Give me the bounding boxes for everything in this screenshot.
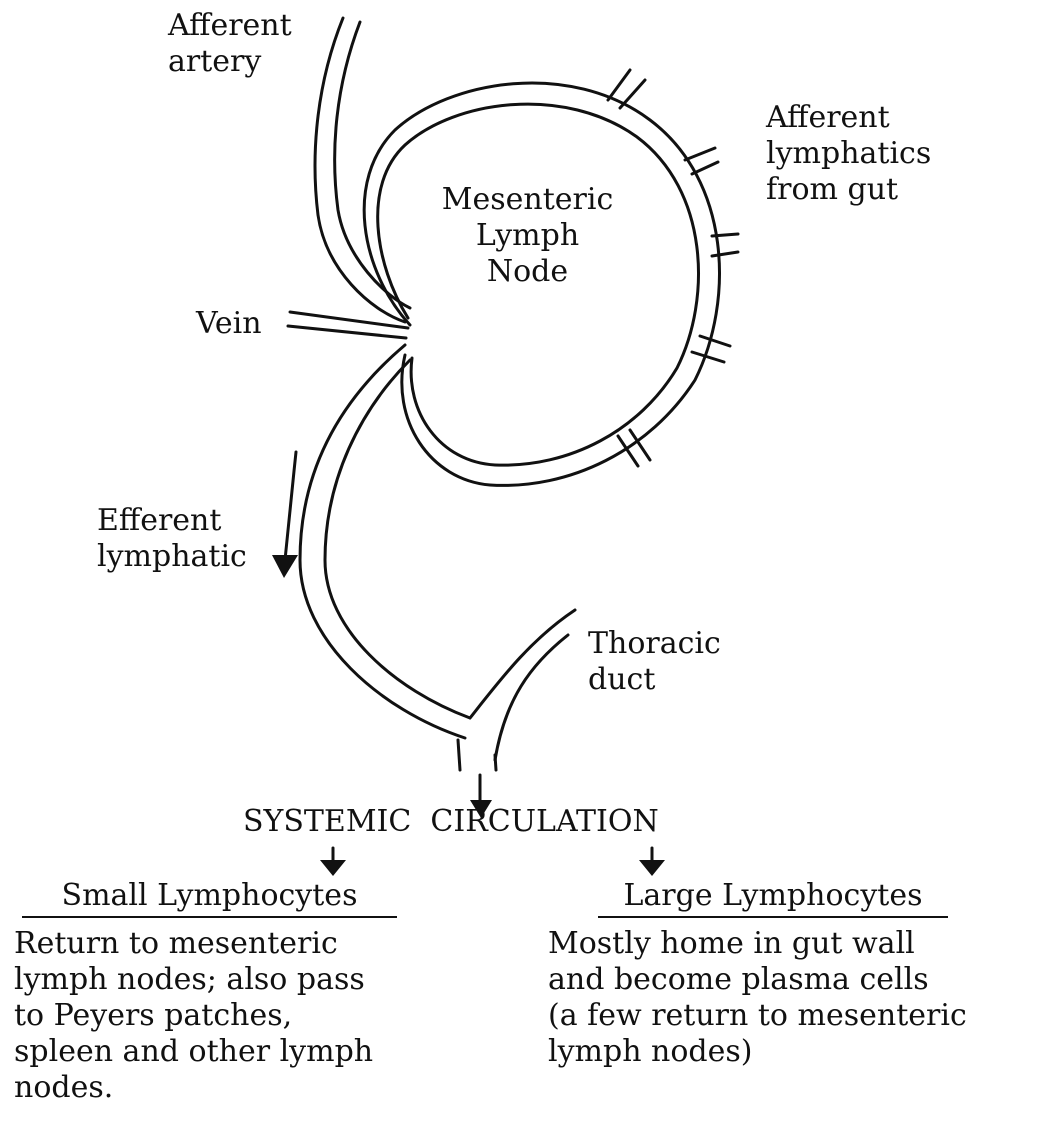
small-arrowhead	[320, 860, 346, 876]
node-label: Mesenteric Lymph Node	[420, 182, 635, 290]
duct-outlet-left	[458, 740, 460, 770]
vein-vessel-inner	[288, 326, 406, 338]
afferent-lymphatic-1a	[608, 70, 630, 100]
small-lymphocytes-text: Return to mesenteric lymph nodes; also p…	[14, 926, 454, 1106]
afferent-lymphatic-3a	[712, 234, 738, 236]
afferent-lymphatic-2a	[685, 148, 715, 160]
afferent-artery-label: Afferent artery	[168, 8, 292, 80]
thoracic-duct-vessel	[470, 610, 575, 718]
afferent-lymphatic-2b	[692, 162, 718, 174]
afferent-artery-vessel	[315, 18, 405, 322]
large-arrowhead	[639, 860, 665, 876]
systemic-circulation-label: SYSTEMIC CIRCULATION	[243, 804, 659, 840]
afferent-lymphatic-1b	[620, 80, 645, 108]
afferent-lymphatic-4b	[692, 352, 724, 362]
large-lymphocytes-text: Mostly home in gut wall and become plasm…	[548, 926, 1038, 1070]
afferent-lymphatics-label: Afferent lymphatics from gut	[766, 100, 931, 208]
thoracic-duct-label: Thoracic duct	[588, 626, 721, 698]
efferent-lymphatic-label: Efferent lymphatic	[97, 503, 247, 575]
efferent-flow-arrow	[285, 452, 296, 560]
small-lymphocytes-heading: Small Lymphocytes	[22, 878, 397, 918]
duct-outlet-right	[495, 755, 496, 770]
large-lymphocytes-heading: Large Lymphocytes	[598, 878, 948, 918]
afferent-lymphatic-3b	[712, 252, 738, 256]
thoracic-duct-vessel-inner	[495, 635, 568, 760]
afferent-lymphatic-4a	[700, 336, 730, 346]
vein-label: Vein	[196, 306, 262, 342]
efferent-arrowhead	[272, 555, 298, 578]
